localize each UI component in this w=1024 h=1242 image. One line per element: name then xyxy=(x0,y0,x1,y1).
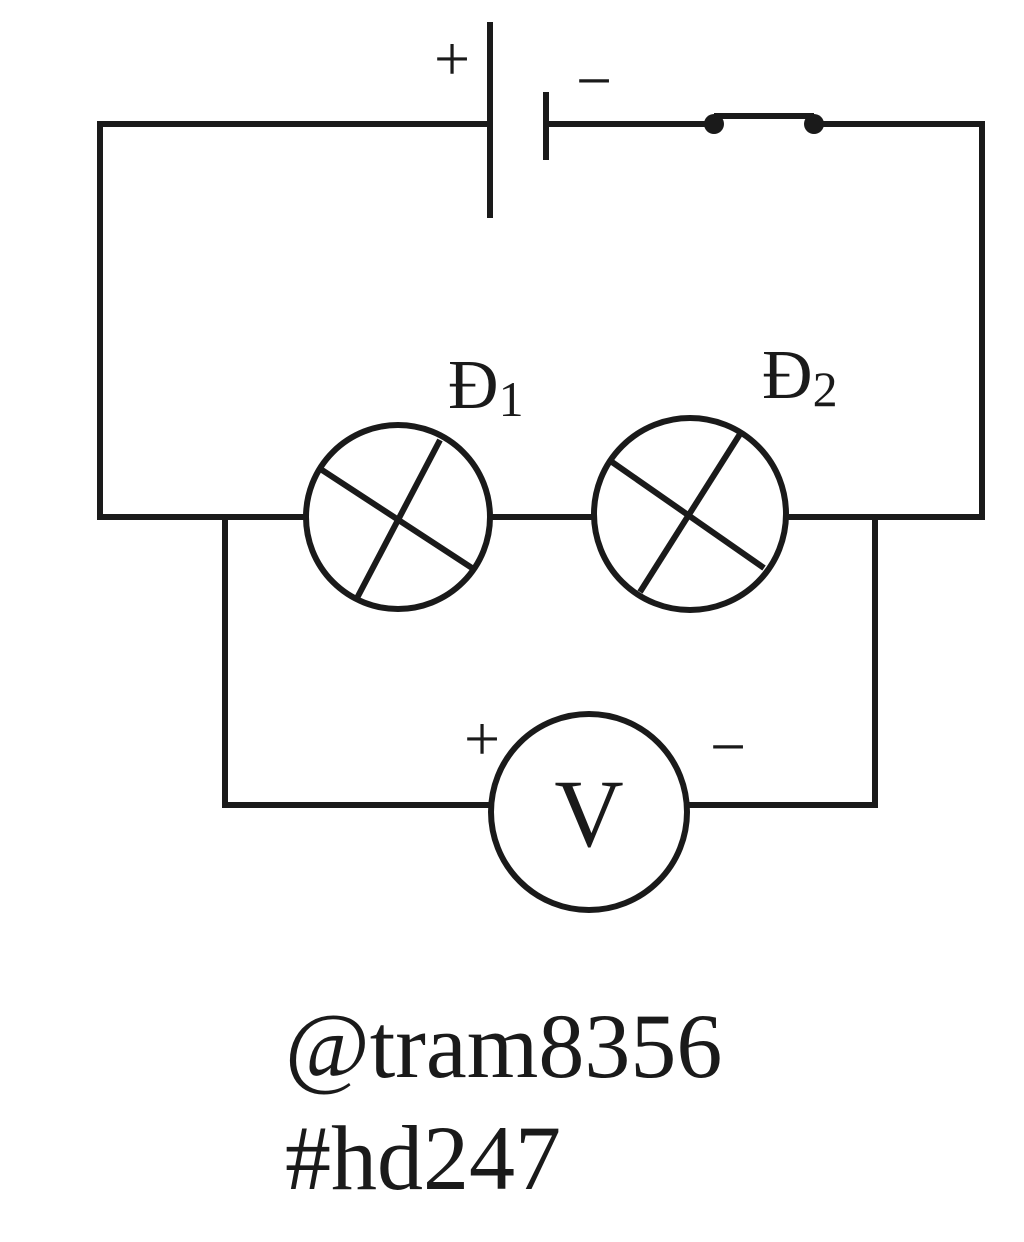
wire-left-top xyxy=(97,121,488,520)
lamp-2-label: Đ2 xyxy=(762,337,838,417)
battery-plus-label: + xyxy=(434,23,470,94)
voltmeter-letter: V xyxy=(554,760,623,867)
caption-handle: @tram8356 xyxy=(285,995,723,1097)
lamp-2-cross-b xyxy=(637,432,743,594)
lamp-1-cross-b xyxy=(353,438,443,602)
voltmeter-body xyxy=(488,711,690,913)
lamp-1: Đ1 xyxy=(303,347,524,612)
voltmeter-minus-label: − xyxy=(710,711,746,782)
lamp-2-bulb xyxy=(591,415,789,613)
switch xyxy=(704,113,824,134)
battery-minus-label: − xyxy=(576,45,612,116)
wire-voltmeter-left xyxy=(222,517,490,808)
battery: + − xyxy=(434,22,612,218)
caption-hashtag: #hd247 xyxy=(285,1107,561,1209)
lamp-2: Đ2 xyxy=(591,337,838,613)
voltmeter: V + − xyxy=(464,703,746,913)
lamp-1-bulb xyxy=(303,422,493,612)
wire-switch-to-right xyxy=(787,121,985,520)
wire-voltmeter-right xyxy=(688,517,878,808)
voltmeter-plus-label: + xyxy=(464,703,500,774)
lamp-1-label: Đ1 xyxy=(448,347,524,427)
